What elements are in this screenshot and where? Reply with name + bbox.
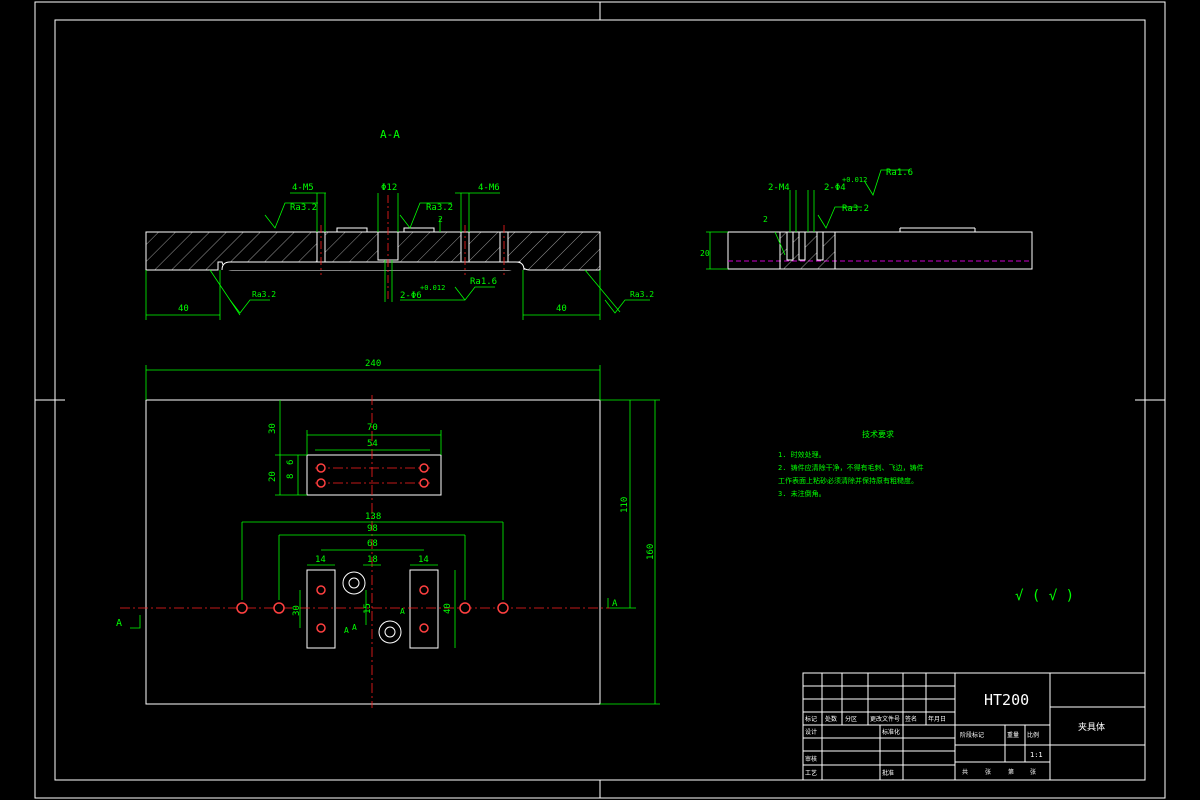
scale-value: 1:1 — [1030, 751, 1043, 759]
note-line-4: 3. 未注倒角。 — [778, 489, 826, 498]
dim-14-right: 14 — [418, 555, 429, 565]
label-ra32-low-right: Ra3.2 — [630, 290, 654, 299]
mid-label-standard: 标准化 — [882, 728, 900, 736]
stage-label-weight: 重量 — [1007, 731, 1019, 739]
dim-8: 8 — [286, 474, 296, 479]
material-label: HT200 — [984, 691, 1029, 709]
label-4-m5: 4-M5 — [292, 183, 314, 193]
side-label-2-d4: 2-Φ4 — [824, 183, 846, 193]
dim-14-left: 14 — [315, 555, 326, 565]
dim-110: 110 — [620, 497, 630, 513]
side-label-2-m4: 2-M4 — [768, 183, 790, 193]
side-label-ra32: Ra3.2 — [842, 204, 869, 214]
note-line-3: 工作表面上粘砂必须清除并保持原有粗糙度。 — [778, 476, 918, 485]
label-ra32-left: Ra3.2 — [290, 203, 317, 213]
section-title: A-A — [380, 128, 400, 141]
bottom-label-no: 第 — [1008, 768, 1014, 776]
dim-20: 20 — [268, 471, 278, 482]
bottom-label-sheet: 张 — [1030, 768, 1036, 776]
hdr-cell-0: 标记 — [805, 715, 817, 723]
side-label-tol: +0.012 — [842, 176, 867, 184]
dim-40: 40 — [443, 603, 453, 614]
row-label-process: 工艺 — [805, 769, 817, 777]
label-ra16: Ra1.6 — [470, 277, 497, 287]
hdr-cell-2: 分区 — [845, 715, 857, 723]
dim-160: 160 — [646, 544, 656, 560]
dim-30-top: 30 — [268, 423, 278, 434]
label-ra32-low-left: Ra3.2 — [252, 290, 276, 299]
dim-15: 15 — [363, 603, 373, 614]
mark-a3: A — [400, 607, 405, 616]
label-dim-40-left: 40 — [178, 304, 189, 314]
dim-54: 54 — [367, 439, 378, 449]
label-depth-2: 2 — [438, 215, 443, 224]
dim-70: 70 — [367, 423, 378, 433]
label-4-m6: 4-M6 — [478, 183, 500, 193]
hdr-cell-1: 处数 — [825, 715, 837, 723]
label-pin-tol: +0.012 — [420, 284, 445, 292]
mid-label-approve: 批准 — [882, 769, 894, 777]
title-block — [802, 672, 1146, 781]
hdr-cell-4: 签名 — [905, 715, 917, 723]
label-ra32-mid: Ra3.2 — [426, 203, 453, 213]
drawing-frame — [34, 1, 1166, 799]
section-mark-left: A — [116, 618, 122, 629]
row-label-design: 设计 — [805, 728, 817, 736]
technical-notes: 技术要求 1. 时效处理。 2. 铸件应清除干净，不得有毛刺、飞边，铸件 工作表… — [778, 429, 924, 498]
dim-98: 98 — [367, 524, 378, 534]
notes-title: 技术要求 — [862, 429, 894, 439]
section-view: 4-M5 Φ12 4-M6 Ra3.2 Ra3.2 2 Ra3.2 Ra3.2 … — [145, 183, 654, 320]
section-mark-right: A — [612, 599, 618, 609]
roughness-general-symbol: √ ( √ ) — [1015, 588, 1074, 604]
hdr-cell-5: 年月日 — [928, 715, 946, 723]
side-label-depth: 2 — [763, 215, 768, 224]
dim-240: 240 — [365, 359, 381, 369]
note-line-2: 2. 铸件应清除干净，不得有毛刺、飞边，铸件 — [778, 463, 924, 472]
label-pin-holes: 2-Φ6 — [400, 291, 422, 301]
label-dim-40-right: 40 — [556, 304, 567, 314]
stage-label-scale: 比例 — [1027, 731, 1039, 739]
stage-label-mark: 阶段标记 — [960, 731, 984, 739]
dim-6: 6 — [286, 460, 296, 465]
hdr-cell-3: 更改文件号 — [870, 715, 900, 723]
row-label-review: 审核 — [805, 755, 817, 763]
dim-138: 138 — [365, 512, 381, 522]
bottom-label-sheets: 张 — [985, 768, 991, 776]
mark-a2: A — [352, 623, 357, 632]
note-line-1: 1. 时效处理。 — [778, 450, 826, 459]
drawing-name: 夹具体 — [1078, 721, 1105, 733]
side-label-height: 20 — [700, 249, 710, 258]
label-diameter-12: Φ12 — [381, 183, 397, 193]
mark-a1: A — [344, 626, 349, 635]
side-view: 2-M4 2-Φ4 +0.012 Ra1.6 Ra3.2 2 20 — [700, 168, 1033, 270]
plan-view: 240 70 54 30 20 8 6 138 98 68 14 18 14 3… — [116, 359, 660, 708]
side-label-ra16: Ra1.6 — [886, 168, 913, 178]
dim-30-small: 30 — [292, 605, 302, 616]
dim-18: 18 — [367, 555, 378, 565]
dim-68: 68 — [367, 539, 378, 549]
bottom-label-total: 共 — [962, 768, 968, 776]
